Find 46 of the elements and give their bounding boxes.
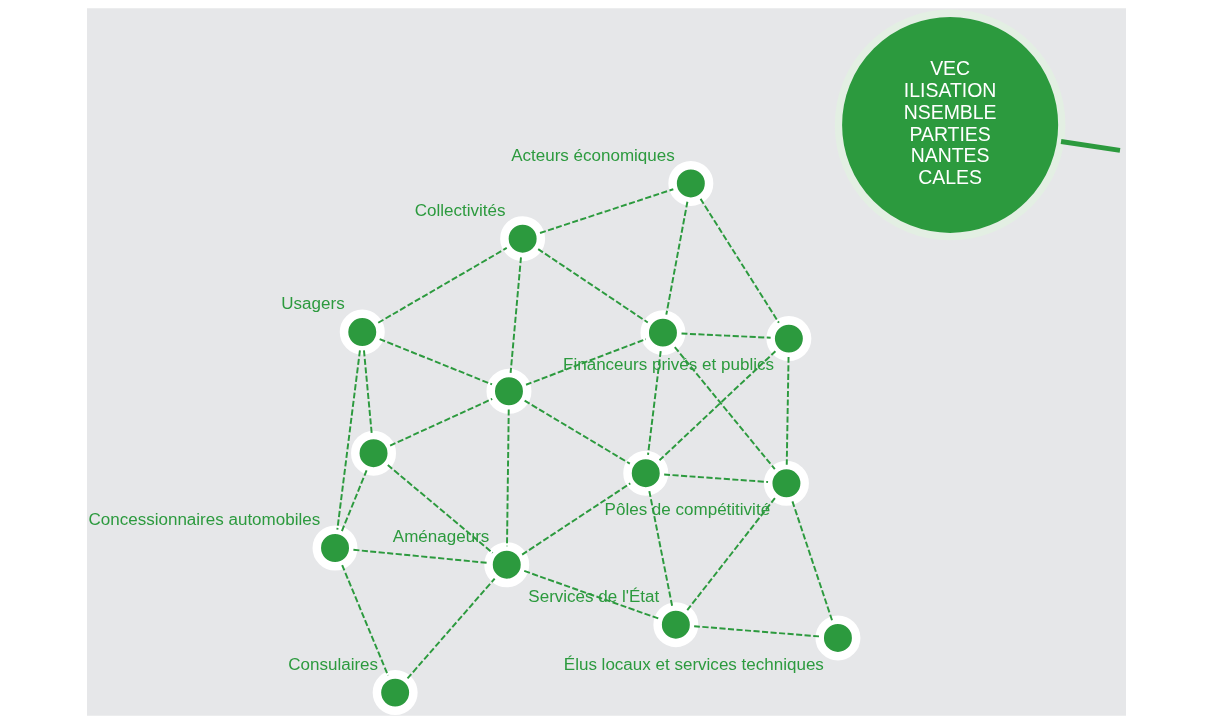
connector — [522, 569, 659, 620]
connector — [680, 332, 772, 339]
connector — [509, 256, 522, 374]
connector — [386, 464, 494, 554]
connector — [658, 350, 776, 462]
node-label: Élus locaux et services techniques — [563, 654, 824, 674]
node-label: Usagers — [280, 294, 345, 314]
node-circle — [350, 430, 396, 476]
node-label: Consulaires — [287, 654, 378, 674]
node-circle — [372, 670, 418, 716]
node-label: Pôles de compétitivité — [604, 500, 770, 520]
connector — [536, 248, 649, 324]
connector — [785, 355, 790, 466]
node-circle — [652, 602, 698, 648]
node-circle — [312, 525, 357, 571]
connector — [646, 350, 662, 456]
connector — [388, 397, 493, 447]
connector — [664, 200, 688, 316]
node-circle — [485, 368, 531, 414]
connector — [685, 497, 776, 612]
connector — [699, 197, 780, 324]
connector — [647, 490, 673, 608]
connector — [1060, 139, 1120, 153]
connector — [523, 399, 631, 465]
connector — [673, 346, 776, 471]
node-label: Concessionnaires automobiles — [87, 510, 320, 530]
connector — [340, 564, 389, 677]
connector — [376, 247, 508, 324]
connector — [335, 349, 361, 531]
connector — [538, 188, 674, 234]
connector — [340, 469, 368, 533]
connector — [790, 499, 833, 622]
node-circle — [639, 310, 685, 356]
connector — [362, 349, 373, 436]
node-label: Collectivités — [414, 200, 505, 220]
connector — [406, 577, 496, 680]
node-label: Aménageurs — [392, 526, 489, 546]
node-circle — [499, 216, 545, 262]
connector — [378, 338, 493, 386]
node-circle: VEC ILISATION NSEMBLE PARTIES NANTES CALES — [834, 9, 1065, 241]
connector — [351, 548, 489, 564]
node-circle — [622, 450, 668, 496]
connector — [662, 473, 769, 483]
node-label: Acteurs économiques — [510, 145, 675, 165]
connector — [520, 482, 631, 556]
connector — [692, 625, 820, 638]
